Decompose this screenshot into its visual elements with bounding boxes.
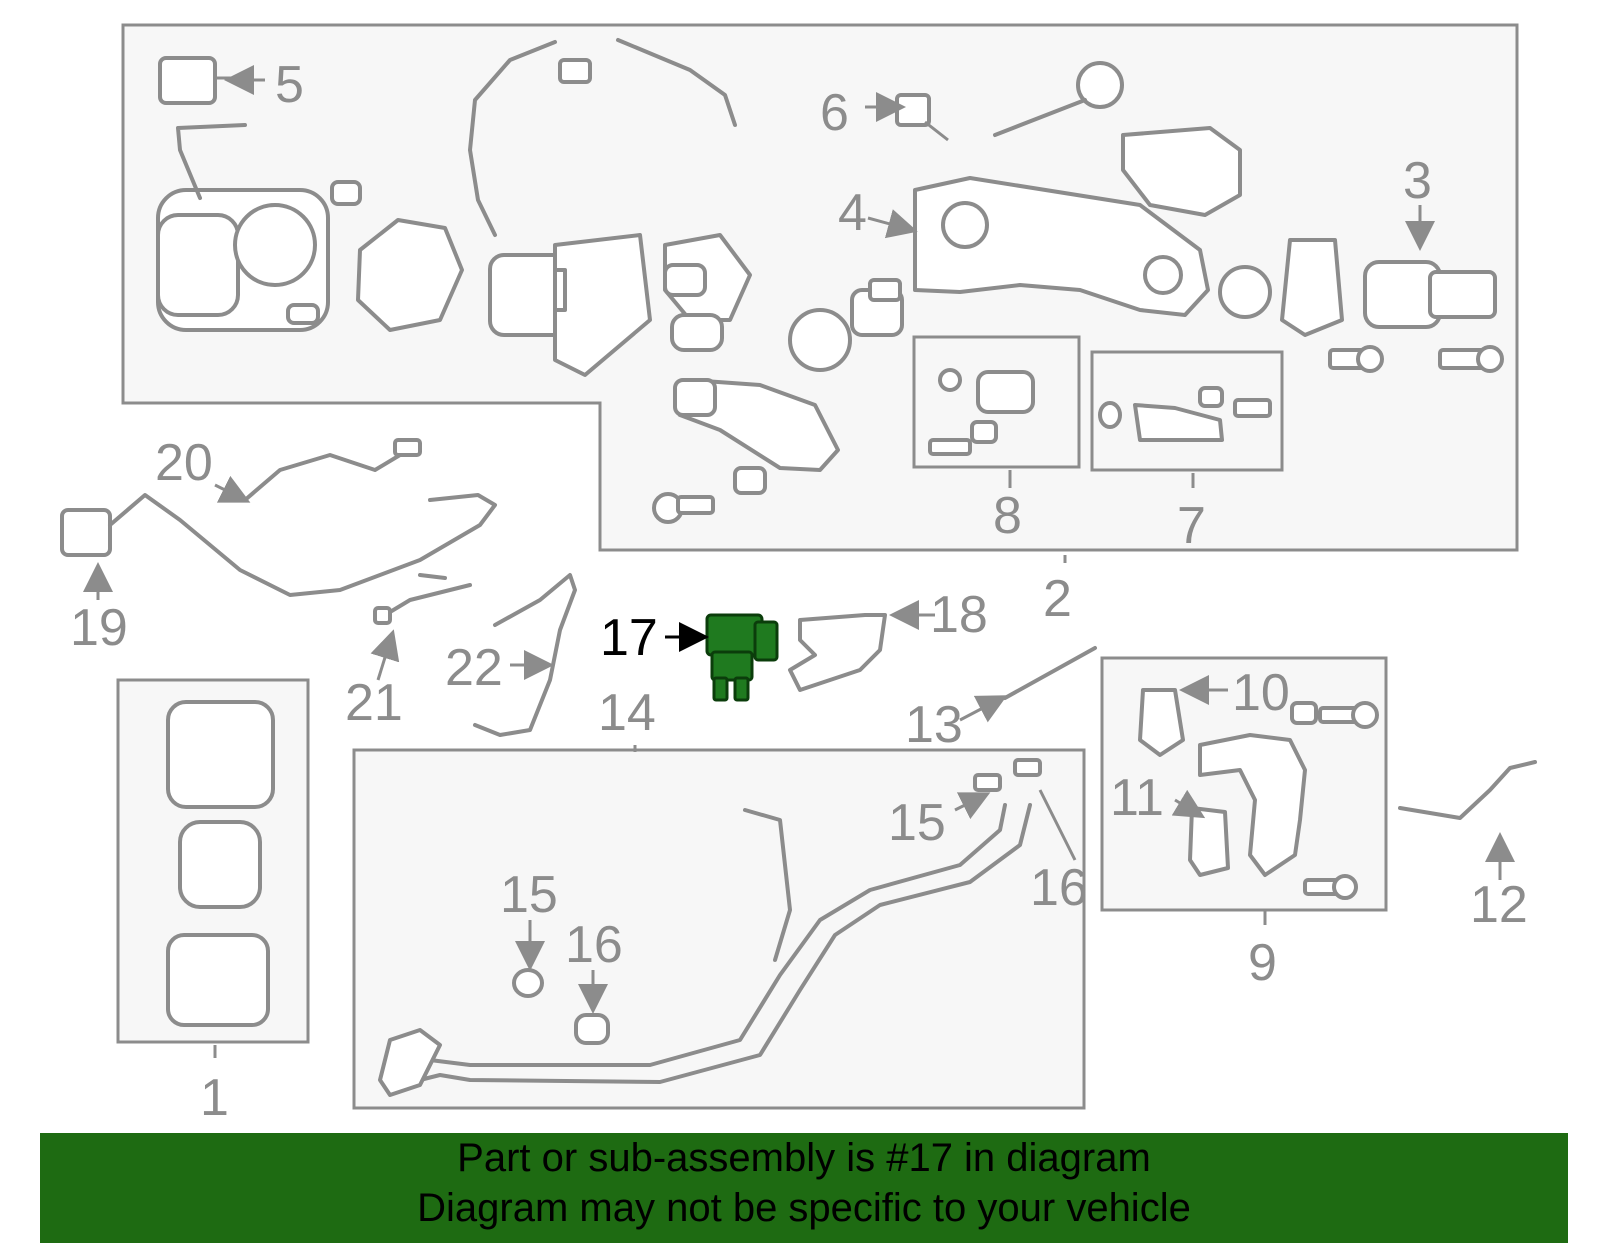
callout-17: 17 bbox=[600, 609, 658, 667]
clamp-16 bbox=[574, 1013, 610, 1045]
bolt-9-top bbox=[1318, 701, 1379, 729]
egr-cooler bbox=[488, 233, 652, 377]
callout-14: 14 bbox=[598, 684, 656, 742]
oil-filter-housing bbox=[166, 700, 275, 1027]
harness-20 bbox=[108, 493, 497, 597]
callout-20: 20 bbox=[155, 434, 213, 492]
clip-15-top bbox=[973, 773, 1002, 792]
thermostat-housing bbox=[673, 378, 840, 472]
bolt-lower bbox=[652, 492, 715, 524]
bolt-7 bbox=[1233, 398, 1272, 418]
sensor-21-tip bbox=[373, 606, 392, 625]
connector-20 bbox=[393, 438, 422, 457]
stud-13 bbox=[1003, 646, 1097, 700]
egr-valve-housing bbox=[156, 180, 362, 332]
bolt-9-bottom bbox=[1303, 874, 1358, 900]
callout-11: 11 bbox=[1110, 769, 1164, 827]
callout-1: 1 bbox=[200, 1069, 229, 1127]
plug-7 bbox=[1198, 386, 1224, 408]
plug-small bbox=[733, 466, 767, 495]
harness-20-upper bbox=[243, 446, 422, 502]
egr-valve-3 bbox=[1363, 260, 1497, 329]
callout-10: 10 bbox=[1232, 664, 1290, 722]
bolt-right-1 bbox=[1328, 345, 1384, 373]
callout-19: 19 bbox=[70, 599, 128, 657]
gasket-10 bbox=[1138, 688, 1185, 757]
callout-15a: 15 bbox=[888, 794, 946, 852]
thermostat bbox=[850, 278, 904, 337]
outlet-8 bbox=[976, 370, 1035, 414]
o-ring-7 bbox=[1098, 401, 1122, 429]
bracket-14-left bbox=[378, 1028, 442, 1097]
bracket-18 bbox=[788, 613, 887, 692]
actuator bbox=[993, 61, 1124, 137]
callout-21: 21 bbox=[345, 674, 403, 732]
callout-5: 5 bbox=[275, 56, 304, 114]
egr-housing-4 bbox=[913, 176, 1210, 317]
callout-12: 12 bbox=[1470, 876, 1528, 934]
callout-3: 3 bbox=[1403, 152, 1432, 210]
info-banner: Part or sub-assembly is #17 in diagram D… bbox=[40, 1133, 1568, 1243]
callout-2: 2 bbox=[1043, 570, 1072, 628]
sensor-21 bbox=[378, 573, 472, 620]
o-ring-right bbox=[1218, 265, 1272, 319]
hose-long-center bbox=[468, 40, 557, 237]
differential-pressure-sensor-17 bbox=[705, 613, 779, 702]
gasket-11 bbox=[1188, 806, 1230, 877]
bracket-14 bbox=[743, 808, 792, 962]
sensor-5 bbox=[158, 56, 235, 105]
o-ring-8 bbox=[938, 368, 962, 392]
group-box-14 bbox=[352, 748, 1086, 1110]
pipe-assembly-14 bbox=[398, 803, 1007, 1072]
gasket-right bbox=[1280, 238, 1344, 337]
callout-16a: 16 bbox=[1030, 859, 1088, 917]
hose-upper-left bbox=[176, 123, 247, 200]
egr-pipe-9 bbox=[1198, 733, 1307, 877]
banner-line-2: Diagram may not be specific to your vehi… bbox=[417, 1186, 1191, 1230]
sensor-19 bbox=[60, 508, 112, 557]
bolt-8 bbox=[928, 438, 972, 456]
banner-line-1: Part or sub-assembly is #17 in diagram bbox=[457, 1136, 1151, 1180]
callout-13: 13 bbox=[905, 696, 963, 754]
plug-8 bbox=[970, 420, 998, 444]
hose-upper-right bbox=[616, 38, 737, 127]
leader-lines bbox=[83, 65, 1515, 1058]
sensor-12 bbox=[1398, 760, 1537, 820]
callout-6: 6 bbox=[820, 84, 849, 142]
gasket-plate bbox=[356, 218, 464, 332]
gasket-pair bbox=[663, 233, 752, 352]
clip-16-top bbox=[1013, 758, 1042, 777]
bolt-upper bbox=[558, 58, 592, 84]
callout-labels: 1 2 3 4 5 6 7 8 9 10 11 12 13 14 15 15 1… bbox=[70, 56, 1528, 1127]
gasket-top-right bbox=[1121, 126, 1242, 217]
clamp-15 bbox=[512, 968, 544, 998]
pipe-assembly-14b bbox=[398, 803, 1032, 1087]
callout-8: 8 bbox=[993, 487, 1022, 545]
bolt-right-2 bbox=[1438, 345, 1504, 373]
nut-9 bbox=[1290, 701, 1318, 725]
callout-15b: 15 bbox=[500, 866, 558, 924]
pipe-7 bbox=[1133, 403, 1224, 442]
callout-16b: 16 bbox=[565, 916, 623, 974]
callout-4: 4 bbox=[838, 184, 867, 242]
callout-22: 22 bbox=[445, 639, 503, 697]
callout-18: 18 bbox=[930, 586, 988, 644]
callout-9: 9 bbox=[1248, 934, 1277, 992]
o-ring-large bbox=[788, 308, 852, 372]
sensor-22 bbox=[473, 573, 577, 737]
callout-7: 7 bbox=[1177, 497, 1206, 555]
